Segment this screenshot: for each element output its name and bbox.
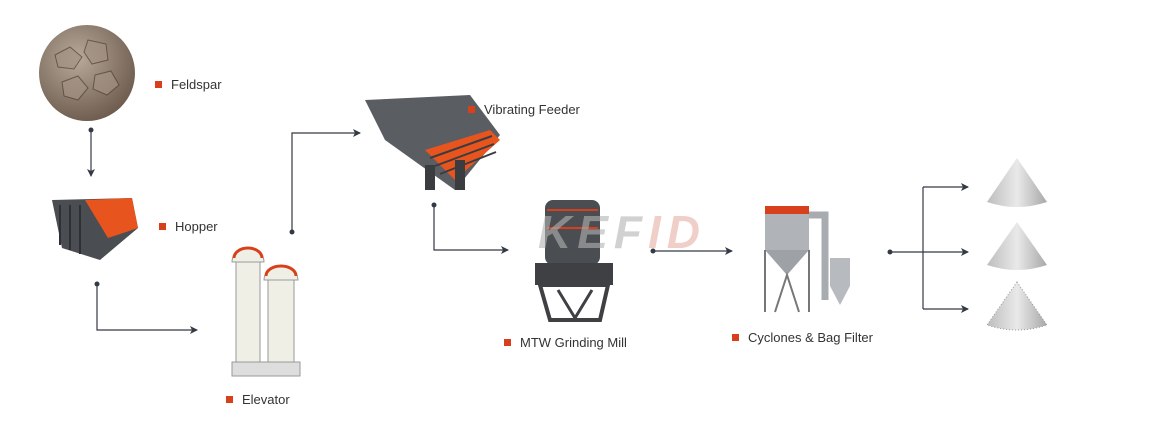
powder-cone-icon [987, 158, 1047, 207]
step-label-feldspar: Feldspar [155, 77, 222, 92]
vibrating-feeder-icon [365, 95, 500, 190]
output-cones [986, 158, 1048, 331]
step-label-filter: Cyclones & Bag Filter [732, 330, 873, 345]
powder-cone-icon [986, 281, 1048, 331]
flow-arrows [87, 129, 969, 334]
grinding-mill-icon [535, 200, 613, 322]
step-label-mill: MTW Grinding Mill [504, 335, 627, 350]
rock-pile-icon [39, 25, 135, 121]
step-label-elevator: Elevator [226, 392, 290, 407]
arrow-hopper-elevator [96, 284, 198, 334]
arrow-feeder-mill [433, 205, 509, 254]
bucket-elevator-icon [231, 246, 301, 377]
hopper-icon [52, 198, 138, 260]
cyclone-filter-icon [764, 206, 850, 313]
step-label-hopper: Hopper [159, 219, 218, 234]
step-label-feeder: Vibrating Feeder [468, 102, 580, 117]
arrow-elevator-feeder [291, 129, 361, 232]
powder-cone-icon [987, 222, 1047, 270]
